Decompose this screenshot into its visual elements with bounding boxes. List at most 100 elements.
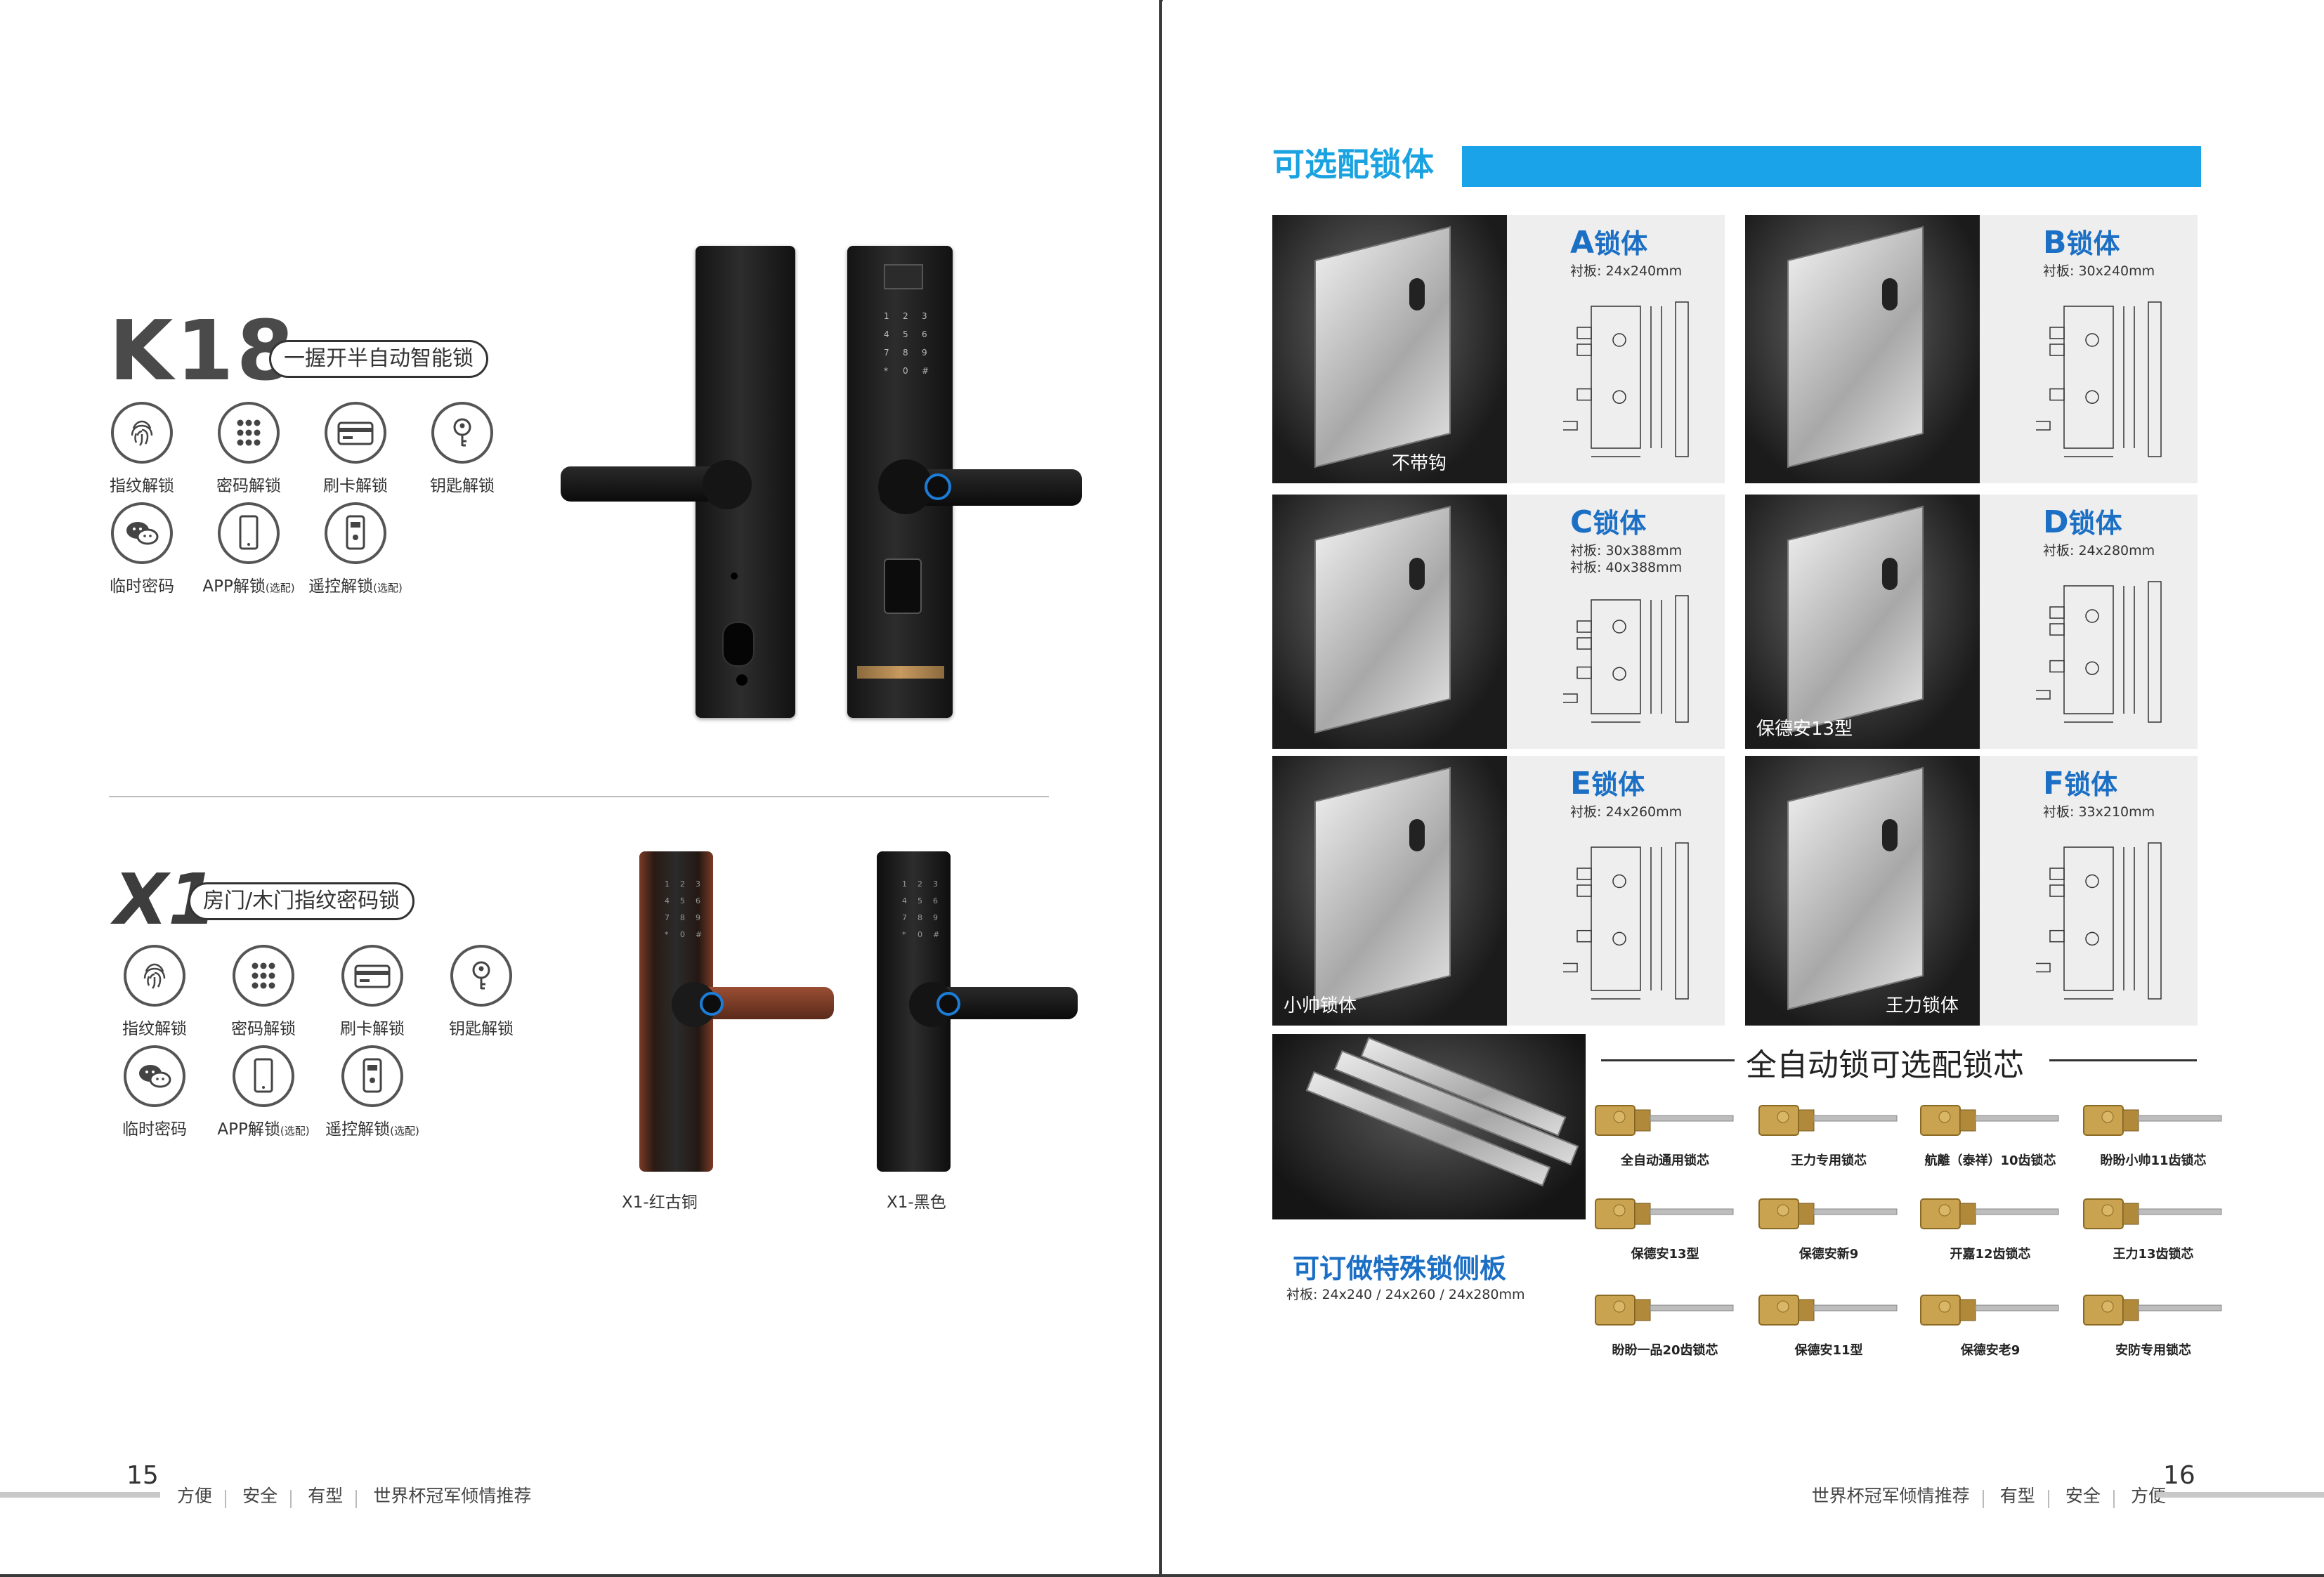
feature-label: APP解锁(选配) xyxy=(202,577,295,596)
svg-text:3: 3 xyxy=(696,879,700,889)
svg-text:6: 6 xyxy=(933,896,938,905)
lock-body-photo: 小帅锁体 xyxy=(1272,756,1507,1026)
k18-fingerprint-sensor xyxy=(925,473,951,500)
lock-body-spec-panel: E锁体衬板: 24x260mm xyxy=(1507,756,1725,1026)
key-icon xyxy=(431,402,493,464)
feature-label: 临时密码 xyxy=(110,577,174,596)
lock-core-label: 全自动通用锁芯 xyxy=(1621,1153,1709,1168)
lock-core-image xyxy=(1755,1285,1902,1335)
feature-label: 遥控解锁(选配) xyxy=(308,577,403,596)
feature-label: 指纹解锁 xyxy=(110,477,174,495)
lock-body-photo: 保德安13型 xyxy=(1745,495,1980,749)
lock-body-title: F锁体 xyxy=(2043,766,2118,801)
lock-core-image xyxy=(1591,1285,1739,1335)
feature-label: 刷卡解锁 xyxy=(340,1020,405,1038)
lock-core-label: 安防专用锁芯 xyxy=(2115,1343,2191,1358)
footer-item: 方便 xyxy=(177,1486,213,1506)
feature-label: 遥控解锁(选配) xyxy=(325,1120,419,1139)
svg-text:*: * xyxy=(884,366,888,376)
lock-core-image xyxy=(2080,1189,2227,1238)
feature-label: APP解锁(选配) xyxy=(217,1120,310,1139)
side-plate-title: 可订做特殊锁侧板 xyxy=(1293,1253,1507,1284)
svg-text:0: 0 xyxy=(903,366,908,376)
k18-card-zone xyxy=(884,558,922,614)
remote-icon xyxy=(325,502,386,564)
lock-body-caption: 王力锁体 xyxy=(1886,995,1959,1016)
svg-text:8: 8 xyxy=(680,913,685,922)
section-divider xyxy=(109,796,1049,797)
k18-brand-strip xyxy=(857,666,944,679)
svg-text:3: 3 xyxy=(933,879,938,889)
fingerprint-icon xyxy=(111,402,173,464)
svg-text:6: 6 xyxy=(922,329,927,339)
svg-text:4: 4 xyxy=(902,896,907,905)
svg-text:5: 5 xyxy=(903,329,908,339)
lock-core-label: 保德安13型 xyxy=(1631,1247,1699,1262)
svg-text:7: 7 xyxy=(884,348,889,358)
svg-text:#: # xyxy=(696,930,702,939)
lock-body-caption: 小帅锁体 xyxy=(1284,995,1357,1016)
key-icon xyxy=(450,945,512,1007)
lock-core-image xyxy=(1917,1189,2064,1238)
k18-feature: APP解锁(选配) xyxy=(196,502,301,596)
svg-text:9: 9 xyxy=(696,913,700,922)
lock-core-label: 王力专用锁芯 xyxy=(1791,1153,1867,1168)
feature-label: 刷卡解锁 xyxy=(323,477,388,495)
lock-body-photo xyxy=(1745,215,1980,483)
bottom-border xyxy=(0,1574,2324,1577)
k18-feature: 遥控解锁(选配) xyxy=(303,502,408,596)
lock-core-label: 盼盼一品20齿锁芯 xyxy=(1612,1343,1718,1358)
lock-body-spec-panel: D锁体衬板: 24x280mm xyxy=(1980,495,2198,749)
footer-item: 世界杯冠军倾情推荐 xyxy=(1811,1486,1970,1506)
footer-item: 安全 xyxy=(2065,1486,2101,1506)
page-number-left: 15 xyxy=(126,1461,159,1490)
x1-tagline: 房门/木门指纹密码锁 xyxy=(188,882,415,920)
feature-label: 密码解锁 xyxy=(216,477,281,495)
lock-core-label: 保德安新9 xyxy=(1799,1247,1859,1262)
chat-icon xyxy=(111,502,173,564)
x1-feature: 指纹解锁 xyxy=(102,945,207,1039)
x1-feature: 遥控解锁(选配) xyxy=(320,1045,425,1139)
feature-label: 密码解锁 xyxy=(231,1020,296,1038)
side-plate-photo xyxy=(1272,1034,1586,1219)
lock-core-label: 盼盼小帅11齿锁芯 xyxy=(2100,1153,2207,1168)
lock-body-spec: 衬板: 24x260mm xyxy=(1570,804,1683,820)
x1-variant-copper-label: X1-红古铜 xyxy=(622,1193,698,1212)
footer-item: 世界杯冠军倾情推荐 xyxy=(373,1486,532,1506)
feature-label: 指纹解锁 xyxy=(122,1020,187,1038)
svg-text:1: 1 xyxy=(665,879,670,889)
svg-text:2: 2 xyxy=(918,879,922,889)
lock-core-image xyxy=(1755,1096,1902,1145)
lock-core-image xyxy=(1755,1189,1902,1238)
svg-text:2: 2 xyxy=(680,879,685,889)
cores-section-title: 全自动锁可选配锁芯 xyxy=(1746,1047,2024,1083)
lock-body-photo: 王力锁体 xyxy=(1745,756,1980,1026)
footer-line-left xyxy=(0,1492,160,1498)
footer-slogans-left: 方便 安全 有型 世界杯冠军倾情推荐 xyxy=(177,1482,531,1508)
svg-text:3: 3 xyxy=(922,311,927,321)
svg-text:0: 0 xyxy=(680,930,685,939)
x1-variant-black-label: X1-黑色 xyxy=(887,1193,946,1212)
remote-icon xyxy=(341,1045,403,1107)
lock-body-title: A锁体 xyxy=(1570,225,1648,261)
lock-core-image xyxy=(1591,1189,1739,1238)
lock-core-label: 开嘉12齿锁芯 xyxy=(1950,1247,2031,1262)
svg-text:*: * xyxy=(665,930,669,939)
book-spine xyxy=(1159,0,1162,1577)
keypad-icon xyxy=(218,402,280,464)
svg-text:4: 4 xyxy=(665,896,670,905)
x1-feature: 钥匙解锁 xyxy=(429,945,534,1039)
svg-text:5: 5 xyxy=(680,896,685,905)
card-icon xyxy=(325,402,386,464)
lock-body-drawing xyxy=(1563,301,1689,457)
feature-label: 钥匙解锁 xyxy=(449,1020,514,1038)
lock-body-spec-panel: F锁体衬板: 33x210mm xyxy=(1980,756,2198,1026)
feature-label: 临时密码 xyxy=(122,1120,187,1139)
lock-body-title: C锁体 xyxy=(1570,504,1647,540)
k18-display xyxy=(884,264,923,289)
k18-feature: 指纹解锁 xyxy=(89,402,195,496)
lock-core-image xyxy=(1917,1285,2064,1335)
lock-body-caption: 不带钩 xyxy=(1392,453,1447,474)
svg-text:#: # xyxy=(933,930,939,939)
